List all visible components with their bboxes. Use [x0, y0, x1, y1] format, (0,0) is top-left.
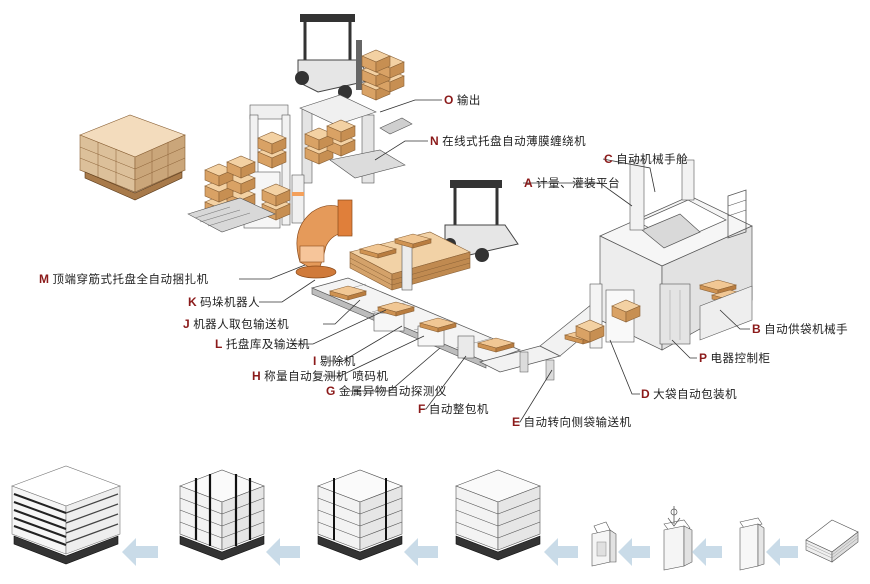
arrow-icon	[618, 538, 650, 566]
label-text: 顶端穿筋式托盘全自动捆扎机	[52, 272, 209, 286]
filled-bag-icon	[591, 521, 617, 567]
label-letter: C	[604, 152, 614, 166]
label-text: 计量、灌装平台	[536, 176, 621, 190]
label-letter: I	[313, 354, 317, 368]
label-text: 自动转向侧袋输送机	[523, 415, 632, 429]
bagging-machine	[575, 159, 753, 351]
arrow-icon	[544, 538, 578, 566]
strapping-machine	[187, 104, 291, 233]
label-letter: D	[641, 387, 651, 401]
label-text: 在线式托盘自动薄膜缠绕机	[442, 134, 587, 148]
label-text: 码垛机器人	[200, 295, 261, 309]
label-text: 机器人取包输送机	[193, 317, 290, 331]
label-text: 金属异物自动探测仪	[338, 384, 447, 398]
empty-bag-icon	[739, 517, 765, 571]
label-text: 剔除机	[319, 354, 356, 368]
arrow-icon	[266, 538, 300, 566]
label-text: 电器控制柜	[710, 351, 771, 365]
label-text: 称量自动复测机 喷码机	[264, 369, 389, 383]
stretch-wrapper	[299, 94, 413, 184]
arrow-icon	[122, 538, 158, 566]
label-letter: M	[39, 272, 50, 286]
label-text: 自动整包机	[428, 402, 489, 416]
stacked-pallet-icon	[455, 469, 541, 561]
open-bag-icon	[663, 506, 693, 571]
output-pallet-stack	[79, 114, 186, 201]
label-letter: F	[418, 402, 426, 416]
label-text: 自动机械手舱	[616, 152, 689, 166]
bag-stack-icon	[805, 519, 859, 563]
palletizing-robot	[291, 174, 353, 279]
strapped-pallet-icon	[179, 469, 265, 561]
arrow-icon	[692, 538, 722, 566]
label-letter: A	[524, 176, 534, 190]
forklift-pallet-magazine	[349, 180, 519, 291]
forklift-output	[295, 14, 405, 101]
label-letter: O	[444, 93, 454, 107]
arrow-icon	[766, 538, 798, 566]
label-letter: B	[752, 322, 762, 336]
label-letter: J	[183, 317, 191, 331]
label-letter: K	[188, 295, 198, 309]
label-letter: G	[326, 384, 336, 398]
label-letter: P	[699, 351, 708, 365]
wrapped-pallet-icon	[11, 465, 121, 565]
label-letter: N	[430, 134, 440, 148]
process-strip	[11, 465, 859, 571]
label-letter: E	[512, 415, 521, 429]
label-text: 大袋自动包装机	[653, 387, 738, 401]
label-letter: L	[215, 337, 223, 351]
label-text: 托盘库及输送机	[225, 337, 310, 351]
strapped-pallet-icon	[317, 469, 403, 561]
label-letter: H	[252, 369, 262, 383]
arrow-icon	[404, 538, 438, 566]
label-text: 输出	[456, 93, 481, 107]
conveyor-line	[310, 277, 613, 381]
leader-lines	[239, 99, 750, 423]
label-text: 自动供袋机械手	[764, 322, 849, 336]
